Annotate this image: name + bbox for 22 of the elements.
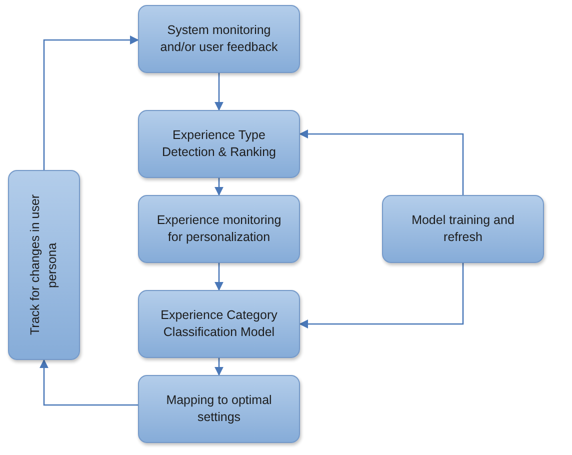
process-box (138, 110, 300, 178)
process-box (138, 290, 300, 358)
box-label: Experience Type Detection & Ranking (161, 127, 277, 161)
arrow (299, 263, 464, 329)
process-box (138, 195, 300, 263)
arrow (214, 358, 224, 376)
box-label: Mapping to optimal settings (165, 392, 273, 426)
box-label: System monitoring and/or user feedback (159, 22, 279, 56)
arrow (214, 178, 224, 196)
box-label: Experience monitoring for personalization (156, 212, 282, 246)
process-box (8, 170, 80, 360)
process-box (382, 195, 544, 263)
box-label: Experience Category Classification Model (160, 307, 278, 341)
arrow (39, 359, 138, 406)
box-label: Model training and refresh (410, 212, 516, 246)
arrow (43, 35, 139, 170)
process-box (138, 375, 300, 443)
arrow (299, 129, 464, 195)
arrow (214, 73, 224, 111)
process-box (138, 5, 300, 73)
arrow (214, 263, 224, 291)
box-label: Track for changes in user persona (27, 194, 60, 338)
